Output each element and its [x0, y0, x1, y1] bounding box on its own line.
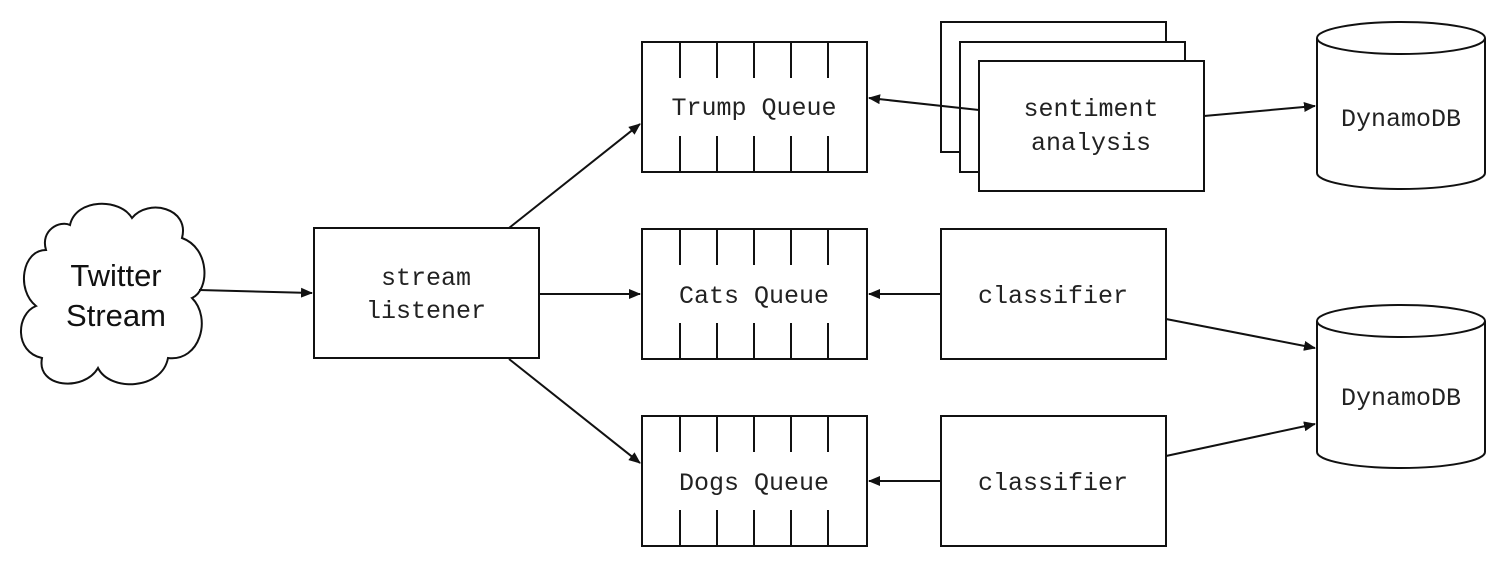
source-label-line1: Twitter: [70, 258, 161, 293]
arrow-dogs-classifier-to-dynamodb: [1165, 421, 1316, 457]
source-label-line2: Stream: [66, 298, 166, 333]
cats-classifier-label: classifier: [978, 282, 1128, 311]
sentiment-analysis-stack: sentiment analysis: [940, 21, 1205, 192]
dynamodb-label-bottom: DynamoDB: [1341, 384, 1461, 413]
stream-listener-box: stream listener: [313, 227, 540, 359]
twitter-stream-cloud: Twitter Stream: [20, 202, 206, 386]
listener-label-line1: stream: [381, 264, 471, 293]
dynamodb-label-top: DynamoDB: [1341, 105, 1461, 134]
sentiment-label-line1: sentiment: [1023, 95, 1158, 124]
arrow-sentiment-to-dynamodb: [1203, 102, 1316, 117]
dynamodb-cylinder-top: DynamoDB: [1316, 21, 1486, 190]
cats-classifier-box: classifier: [940, 228, 1167, 360]
sentiment-label-line2: analysis: [1031, 129, 1151, 158]
dogs-queue-label: Dogs Queue: [679, 469, 829, 498]
cats-queue-label: Cats Queue: [679, 282, 829, 311]
trump-queue: Trump Queue: [641, 41, 868, 173]
dogs-classifier-label: classifier: [978, 469, 1128, 498]
cats-queue: Cats Queue: [641, 228, 868, 360]
dogs-queue: Dogs Queue: [641, 415, 868, 547]
dynamodb-cylinder-bottom: DynamoDB: [1316, 304, 1486, 469]
arrow-listener-to-trump: [508, 123, 641, 229]
arrow-listener-to-dogs: [508, 358, 641, 464]
arrow-cats-classifier-to-dynamodb: [1165, 318, 1316, 351]
dogs-classifier-box: classifier: [940, 415, 1167, 547]
arrow-stream-to-listener: [198, 287, 313, 298]
arrow-sentiment-to-trump: [868, 94, 980, 111]
trump-queue-label: Trump Queue: [671, 94, 836, 123]
listener-label-line2: listener: [366, 297, 486, 326]
